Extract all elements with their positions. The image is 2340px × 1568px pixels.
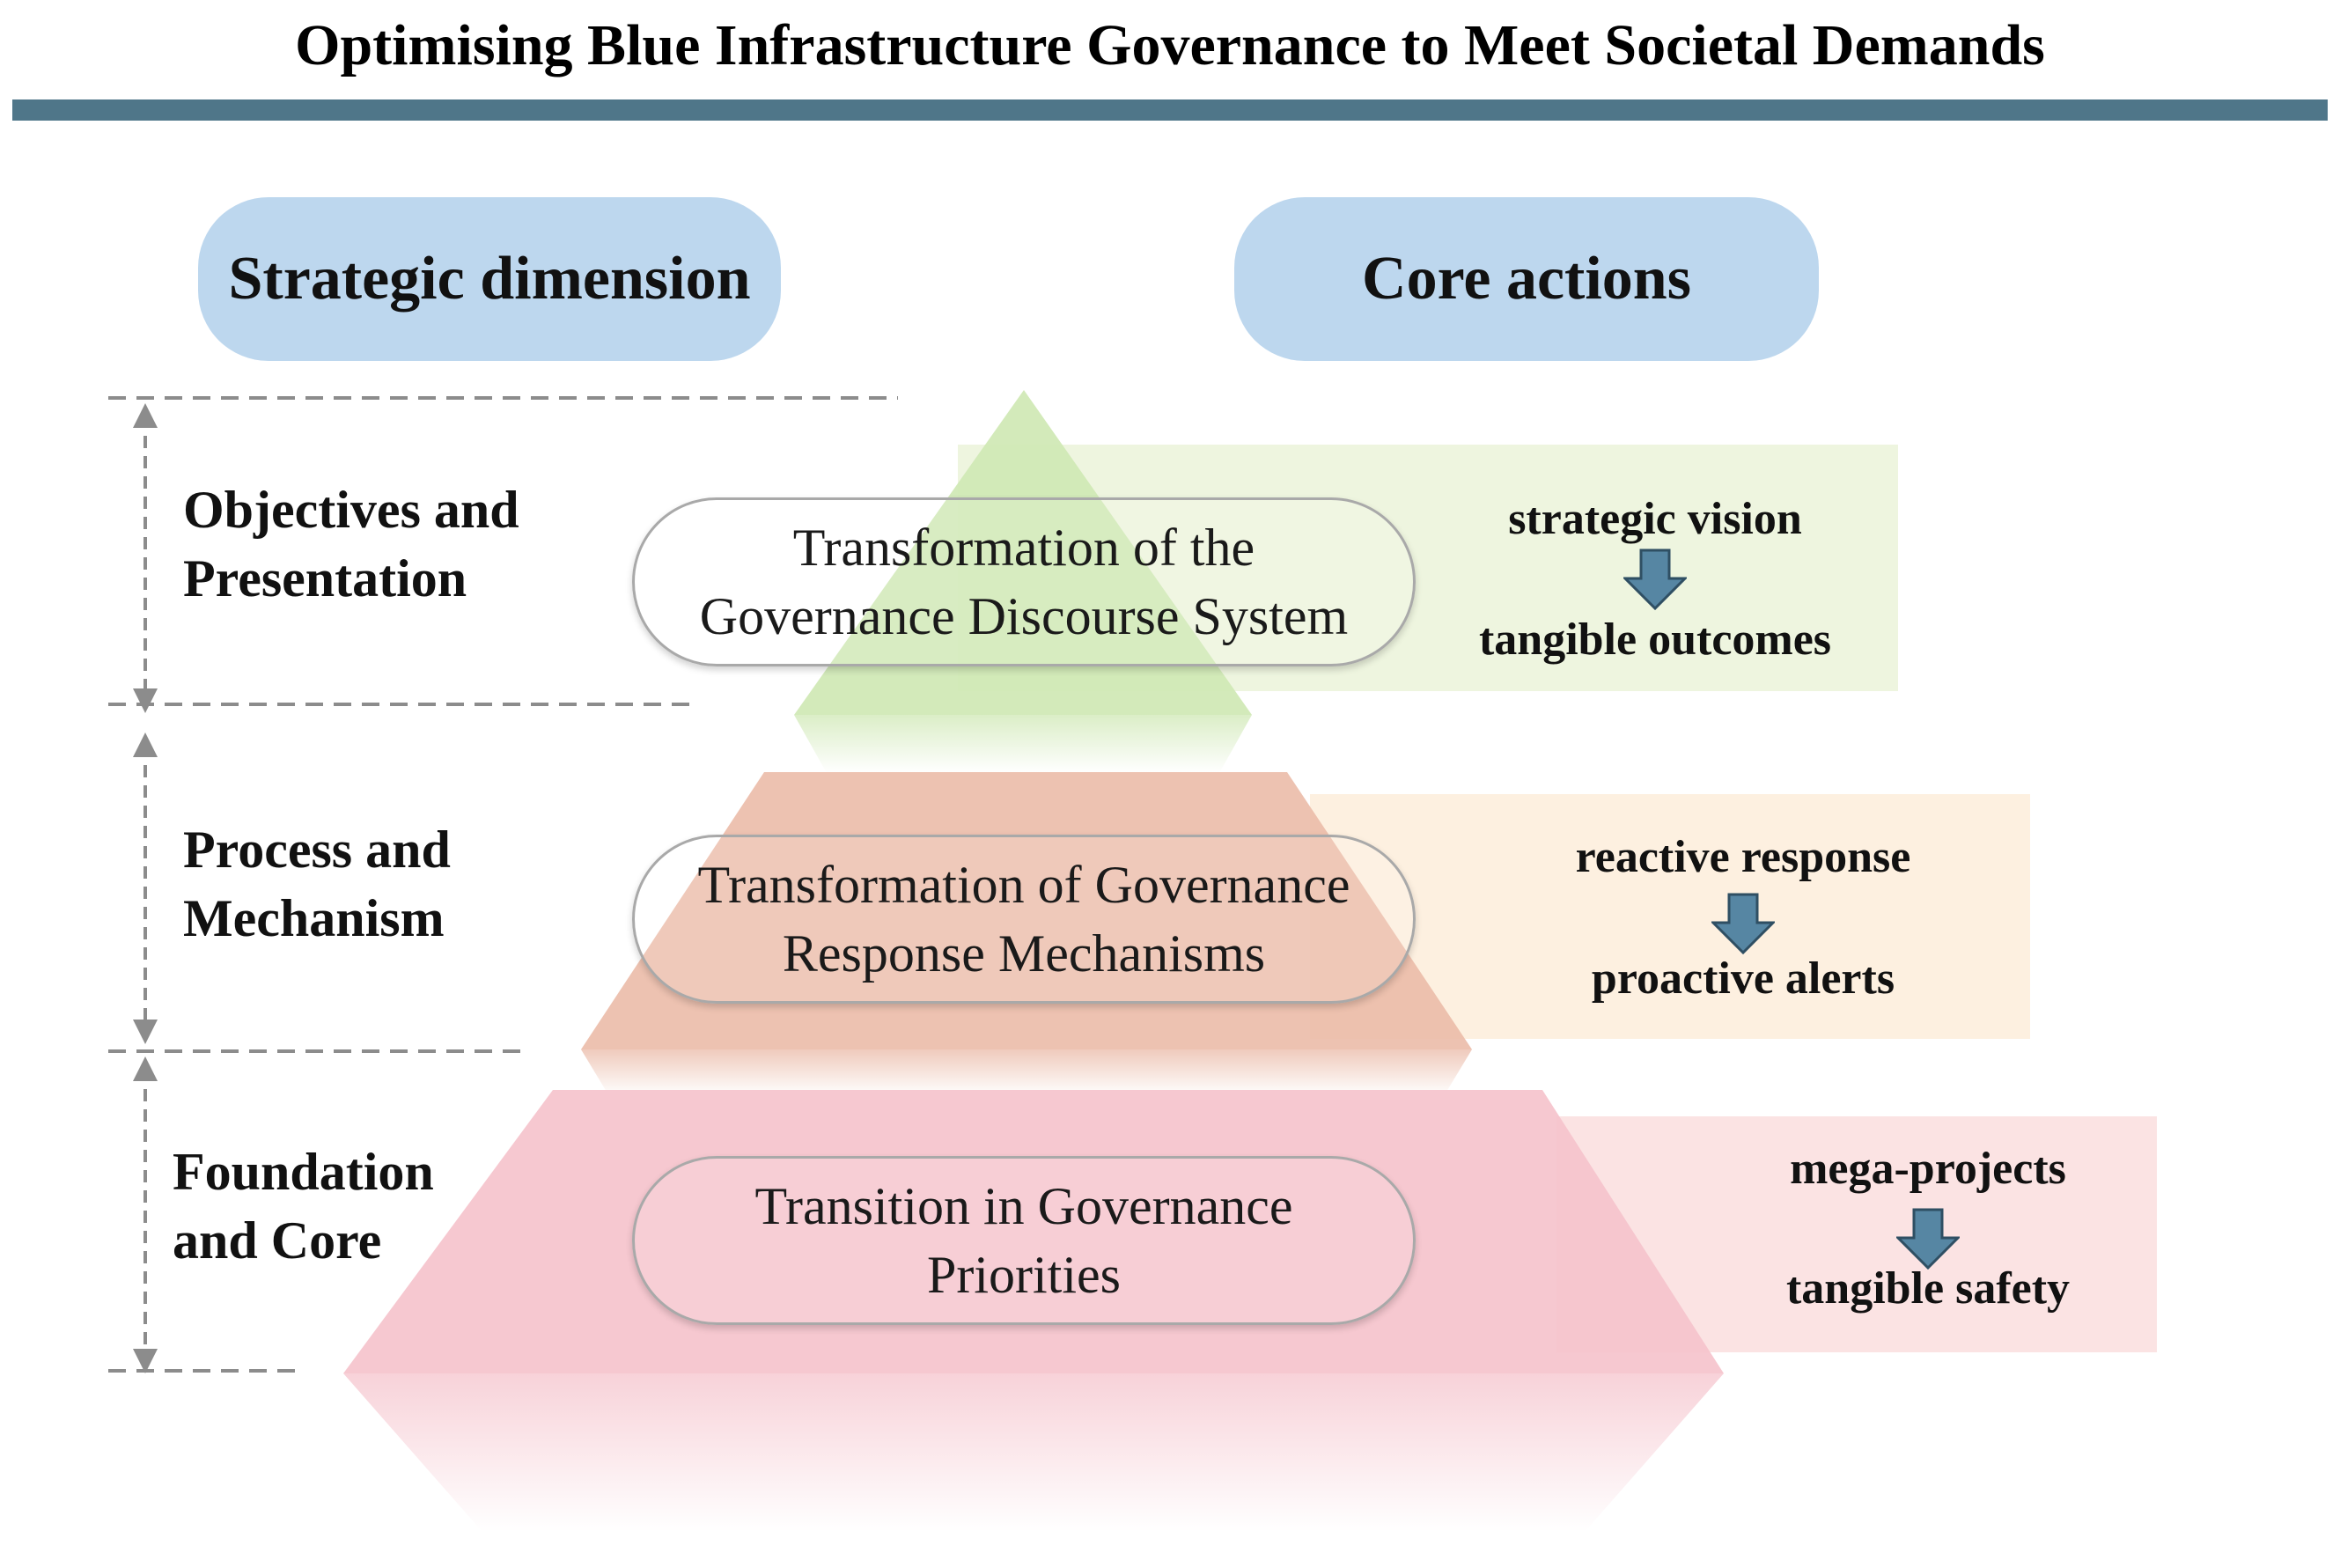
center-pill-priorities: Transition in Governance Priorities <box>632 1156 1416 1325</box>
pyramid-bottom-reflection <box>343 1373 1724 1532</box>
dimension-label-objectives: Objectives and Presentation <box>183 475 519 613</box>
action-from-text: strategic vision <box>1508 494 1802 544</box>
header-strategic-dimension-label: Strategic dimension <box>228 245 751 313</box>
action-to-text: proactive alerts <box>1591 953 1895 1004</box>
action-from-text: reactive response <box>1575 832 1911 882</box>
action-box-middle: reactive response proactive alerts <box>1541 794 1946 1039</box>
center-pill-line: Governance Discourse System <box>699 587 1349 645</box>
center-pill-line: Priorities <box>927 1246 1121 1304</box>
center-pill-line: Transformation of the <box>792 519 1255 577</box>
title-rule <box>12 99 2328 121</box>
page-title: Optimising Blue Infrastructure Governanc… <box>295 13 2045 77</box>
down-arrow-icon <box>1711 893 1775 954</box>
pyramid-top-tier <box>794 390 1252 715</box>
dimension-label-line: Objectives and <box>183 481 519 539</box>
action-to-text: tangible safety <box>1785 1263 2071 1314</box>
dimension-label-line: Presentation <box>183 549 467 607</box>
dimension-label-line: and Core <box>173 1211 382 1270</box>
center-pill-line: Response Mechanisms <box>782 924 1266 983</box>
action-from-text: mega-projects <box>1790 1144 2066 1194</box>
center-pill-line: Transition in Governance <box>754 1177 1293 1235</box>
down-arrow-icon <box>1623 548 1687 610</box>
dimension-label-line: Mechanism <box>183 889 445 947</box>
center-pill-response: Transformation of Governance Response Me… <box>632 835 1416 1004</box>
center-pill-discourse: Transformation of the Governance Discour… <box>632 497 1416 666</box>
down-arrow-icon <box>1896 1208 1960 1270</box>
header-strategic-dimension: Strategic dimension <box>198 197 781 361</box>
pyramid-middle-tier <box>581 772 1472 1049</box>
dimension-label-line: Process and <box>183 821 451 879</box>
dimension-label-foundation: Foundation and Core <box>173 1137 434 1275</box>
pyramid-middle-reflection <box>581 1049 1472 1096</box>
action-to-text: tangible outcomes <box>1478 615 1832 665</box>
header-core-actions: Core actions <box>1234 197 1819 361</box>
dimension-label-line: Foundation <box>173 1143 434 1201</box>
action-box-bottom: mega-projects tangible safety <box>1726 1116 2130 1352</box>
pyramid-top-reflection <box>794 715 1252 773</box>
header-core-actions-label: Core actions <box>1362 245 1691 313</box>
center-pill-line: Transformation of Governance <box>697 856 1350 914</box>
action-box-top: strategic vision tangible outcomes <box>1453 445 1858 691</box>
dimension-label-process: Process and Mechanism <box>183 815 451 953</box>
